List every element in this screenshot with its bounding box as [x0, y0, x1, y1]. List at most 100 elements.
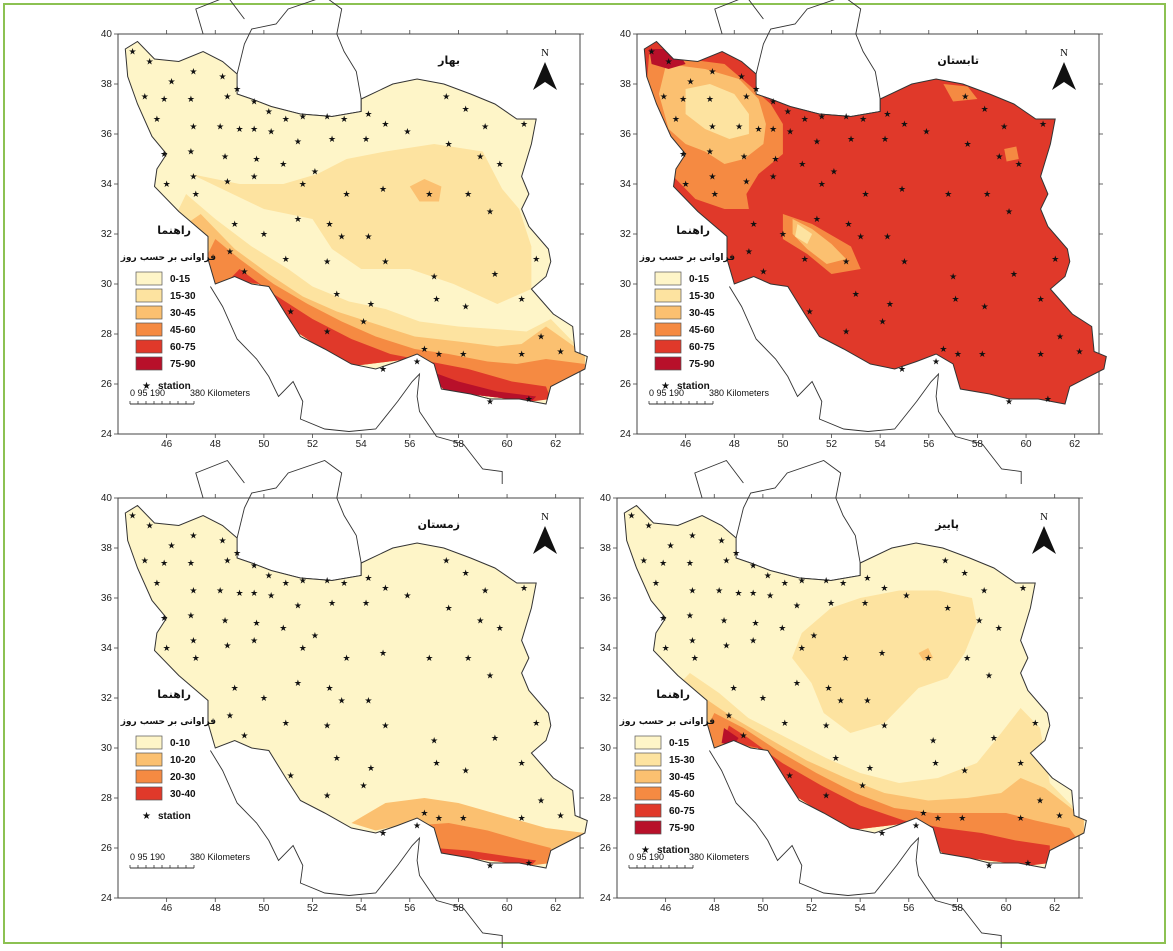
station-marker: ★: [1019, 583, 1027, 593]
station-marker: ★: [537, 796, 545, 806]
y-tick-label: 36: [620, 129, 632, 140]
station-marker: ★: [299, 643, 307, 653]
x-tick-label: 58: [972, 439, 984, 450]
station-marker: ★: [282, 254, 290, 264]
frequency-zone: [685, 84, 749, 139]
station-marker: ★: [340, 578, 348, 588]
station-marker: ★: [532, 254, 540, 264]
station-marker: ★: [167, 541, 175, 551]
legend-subtitle: فراوانی بر حسب روز: [120, 253, 216, 263]
station-marker: ★: [445, 603, 453, 613]
station-marker: ★: [486, 861, 494, 871]
station-marker: ★: [949, 272, 957, 282]
station-marker: ★: [525, 394, 533, 404]
station-marker: ★: [323, 721, 331, 731]
legend-swatch: [135, 769, 163, 784]
y-tick-label: 32: [600, 693, 612, 704]
station-marker: ★: [462, 104, 470, 114]
legend-label: 15-30: [170, 291, 196, 302]
station-marker: ★: [294, 678, 302, 688]
station-marker: ★: [640, 556, 648, 566]
legend-label: 60-75: [669, 806, 695, 817]
station-marker: ★: [752, 618, 760, 628]
station-marker: ★: [827, 598, 835, 608]
x-tick-label: 48: [210, 439, 222, 450]
legend-label: 20-30: [170, 772, 196, 783]
legend-label: 60-75: [170, 342, 196, 353]
x-tick-label: 60: [501, 903, 513, 914]
country-outline: [124, 504, 588, 869]
station-marker: ★: [706, 94, 714, 104]
station-marker: ★: [326, 683, 334, 693]
station-marker: ★: [682, 179, 690, 189]
x-tick-label: 48: [729, 439, 741, 450]
station-marker: ★: [1056, 811, 1064, 821]
station-marker: ★: [250, 172, 258, 182]
station-marker: ★: [476, 152, 484, 162]
y-tick-label: 30: [101, 743, 113, 754]
station-marker: ★: [420, 344, 428, 354]
station-marker: ★: [1044, 394, 1052, 404]
map-panel-summer: ★★★★★★★★★★★★★★★★★★★★★★★★★★★★★★★★★★★★★★★★…: [597, 0, 1109, 484]
station-marker: ★: [981, 302, 989, 312]
station-marker: ★: [153, 578, 161, 588]
station-marker: ★: [364, 109, 372, 119]
station-marker: ★: [299, 179, 307, 189]
station-marker: ★: [223, 92, 231, 102]
station-marker: ★: [648, 47, 656, 57]
station-marker: ★: [340, 114, 348, 124]
station-marker: ★: [886, 299, 894, 309]
legend-label: 15-30: [689, 291, 715, 302]
station-marker: ★: [769, 172, 777, 182]
station-marker: ★: [859, 114, 867, 124]
station-marker: ★: [730, 683, 738, 693]
station-marker: ★: [250, 636, 258, 646]
legend-label: 45-60: [170, 325, 196, 336]
scale-bar-numbers: 0 95 190: [649, 388, 684, 398]
station-marker: ★: [769, 97, 777, 107]
station-marker: ★: [985, 671, 993, 681]
station-marker: ★: [951, 294, 959, 304]
station-marker: ★: [981, 104, 989, 114]
station-marker: ★: [432, 294, 440, 304]
station-marker: ★: [420, 808, 428, 818]
y-tick-label: 30: [101, 279, 113, 290]
station-marker: ★: [924, 653, 932, 663]
station-marker: ★: [250, 124, 258, 134]
station-marker: ★: [852, 289, 860, 299]
station-marker: ★: [221, 152, 229, 162]
station-marker: ★: [1037, 294, 1045, 304]
scale-bar-numbers: 0 95 190: [130, 388, 165, 398]
x-tick-label: 58: [453, 903, 465, 914]
station-marker: ★: [786, 771, 794, 781]
station-marker: ★: [141, 92, 149, 102]
station-marker: ★: [822, 721, 830, 731]
y-tick-label: 32: [101, 229, 113, 240]
station-marker: ★: [381, 119, 389, 129]
station-marker: ★: [233, 548, 241, 558]
map-panel-spring: ★★★★★★★★★★★★★★★★★★★★★★★★★★★★★★★★★★★★★★★★…: [78, 0, 590, 484]
station-marker: ★: [1031, 718, 1039, 728]
y-tick-label: 24: [101, 429, 113, 440]
y-tick-label: 40: [101, 493, 113, 504]
station-marker: ★: [806, 307, 814, 317]
y-tick-label: 28: [101, 329, 113, 340]
figure-frame: [3, 3, 1166, 944]
station-marker: ★: [880, 721, 888, 731]
station-marker: ★: [798, 643, 806, 653]
station-marker: ★: [432, 758, 440, 768]
station-marker: ★: [778, 623, 786, 633]
station-marker: ★: [832, 753, 840, 763]
station-marker: ★: [364, 573, 372, 583]
station-marker: ★: [462, 302, 470, 312]
station-marker: ★: [995, 152, 1003, 162]
legend-label: 0-15: [170, 274, 190, 285]
legend-label: 10-20: [170, 755, 196, 766]
station-marker: ★: [961, 92, 969, 102]
x-tick-label: 54: [875, 439, 887, 450]
station-marker: ★: [944, 189, 952, 199]
station-marker: ★: [163, 643, 171, 653]
station-marker: ★: [226, 711, 234, 721]
station-marker: ★: [525, 858, 533, 868]
